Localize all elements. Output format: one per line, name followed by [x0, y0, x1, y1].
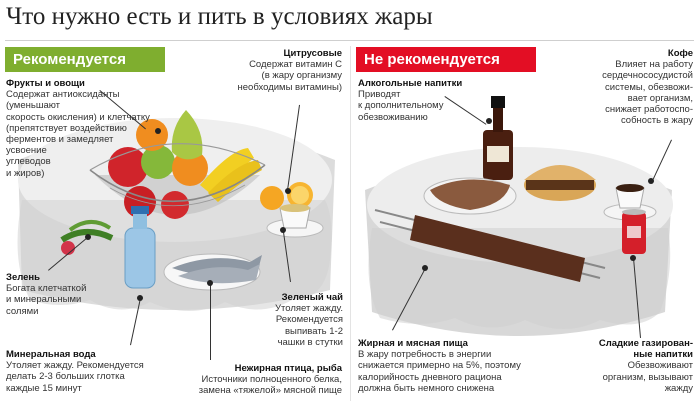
greens-leader-dot: [85, 234, 91, 240]
meat-heading: Жирная и мясная пища: [358, 338, 468, 349]
alcohol-bottle-icon: [483, 96, 513, 180]
soda-leader-dot: [630, 255, 636, 261]
fruits-text-line: углеводов: [6, 156, 51, 168]
greens-text-line: Богата клетчаткой: [6, 283, 87, 295]
coffee-text-line: собность в жару: [620, 115, 693, 127]
alcohol-text-line: обезвоживанию: [358, 111, 428, 123]
alcohol-leader-dot: [486, 118, 492, 124]
green-tea-text-line: Утоляет жажду.: [275, 303, 343, 315]
meat-leader-dot: [422, 265, 428, 271]
soda-heading: Сладкие газирован-: [598, 338, 693, 349]
section-divider: [350, 46, 351, 401]
fruits-text-line: усвоение: [6, 145, 47, 157]
soda-text-line: организм, вызывают: [602, 371, 693, 383]
green-tea-annotation: Зеленый чай Утоляет жажду. Рекомендуется…: [255, 292, 343, 348]
soda-text-line: Обезвоживают: [627, 360, 693, 372]
water-text-line: делать 2-3 больших глотка: [6, 371, 125, 383]
fruits-text-line: (препятствует воздействию: [6, 122, 127, 134]
citrus-text-line: Содержат витамин С: [249, 59, 342, 71]
fruits-text-line: скорость окисления) и клетчатку: [6, 111, 150, 123]
kebab-skewers-icon: [374, 209, 606, 282]
meat-text-line: В жару потребность в энергии: [358, 349, 492, 361]
meat-text-line: калорийность дневного рациона: [358, 371, 502, 383]
green-tea-text-line: выпивать 1-2: [284, 325, 343, 337]
meat-text-line: снижается примерно на 5%, поэтому: [358, 360, 521, 372]
not-recommended-badge: Не рекомендуется: [356, 47, 536, 72]
alcohol-heading: Алкогольные напитки: [358, 78, 463, 89]
soda-can-icon: [622, 209, 646, 254]
fish-text-line: Источники полноценного белка,: [201, 374, 342, 386]
citrus-text-line: необходимы витамины): [237, 81, 342, 93]
fish-text-line: замена «тяжелой» мясной пище: [198, 385, 342, 397]
page-title: Что нужно есть и пить в условиях жары: [6, 3, 433, 30]
fish-leader: [210, 285, 211, 360]
water-annotation: Минеральная вода Утоляет жажду. Рекоменд…: [6, 349, 176, 394]
coffee-leader-dot: [648, 178, 654, 184]
greens-text-line: и минеральными: [6, 294, 82, 306]
alcohol-text-line: к дополнительному: [358, 100, 444, 112]
steak-icon: [423, 177, 517, 215]
citrus-text-line: (в жару организму: [261, 70, 342, 82]
greens-annotation: Зелень Богата клетчаткой и минеральными …: [6, 272, 116, 317]
meat-text-line: должна быть немного снижена: [358, 382, 495, 394]
meat-annotation: Жирная и мясная пища В жару потребность …: [358, 338, 533, 394]
fruits-text-line: Содержат антиоксиданты (уменьшают: [6, 89, 120, 112]
soda-annotation: Сладкие газирован- ные напитки Обезвожив…: [585, 338, 693, 394]
alcohol-annotation: Алкогольные напитки Приводят к дополните…: [358, 78, 473, 123]
recommended-badge: Рекомендуется: [5, 47, 165, 72]
fish-annotation: Нежирная птица, рыба Источники полноценн…: [182, 363, 342, 397]
green-tea-leader-dot: [280, 227, 286, 233]
soda-heading-line2: ные напитки: [633, 349, 693, 361]
alcohol-text-line: Приводят: [358, 89, 401, 101]
water-heading: Минеральная вода: [6, 349, 96, 360]
fish-heading: Нежирная птица, рыба: [234, 363, 342, 374]
fruit-bowl-icon: [89, 110, 266, 219]
coffee-text-line: сердечнососудистой: [602, 70, 693, 82]
citrus-leader-dot: [285, 188, 291, 194]
coffee-text-line: вает организм,: [627, 92, 693, 104]
fish-leader-dot: [207, 280, 213, 286]
fish-plate-icon: [163, 253, 262, 291]
greens-heading: Зелень: [6, 272, 41, 283]
greens-text-line: солями: [6, 305, 39, 317]
water-text-line: Утоляет жажду. Рекомендуется: [6, 360, 144, 372]
green-tea-heading: Зеленый чай: [281, 292, 343, 303]
title-underline: [5, 40, 694, 41]
citrus-icon: [260, 182, 313, 210]
fruits-text-line: ферментов и замедляет: [6, 134, 114, 146]
citrus-annotation: Цитрусовые Содержат витамин С (в жару ор…: [232, 48, 342, 93]
fruits-text-line: и жиров): [6, 167, 45, 179]
coffee-annotation: Кофе Влияет на работу сердечнососудистой…: [585, 48, 693, 126]
green-tea-text-line: чашки в стутки: [277, 336, 343, 348]
coffee-text-line: снижает работоспо-: [605, 104, 693, 116]
fruits-heading: Фрукты и овощи: [6, 78, 85, 89]
coffee-heading: Кофе: [667, 48, 693, 59]
fruits-leader-dot: [155, 128, 161, 134]
soda-text-line: жажду: [664, 382, 693, 394]
water-bottle-icon: [124, 206, 156, 289]
water-text-line: каждые 15 минут: [6, 382, 82, 394]
fruits-annotation: Фрукты и овощи Содержат антиоксиданты (у…: [6, 78, 176, 179]
burger-icon: [524, 165, 596, 201]
green-tea-text-line: Рекомендуется: [275, 314, 343, 326]
coffee-text-line: Влияет на работу: [615, 59, 693, 71]
coffee-text-line: системы, обезвожи-: [605, 81, 693, 93]
citrus-heading: Цитрусовые: [283, 48, 342, 59]
water-leader-dot: [137, 295, 143, 301]
